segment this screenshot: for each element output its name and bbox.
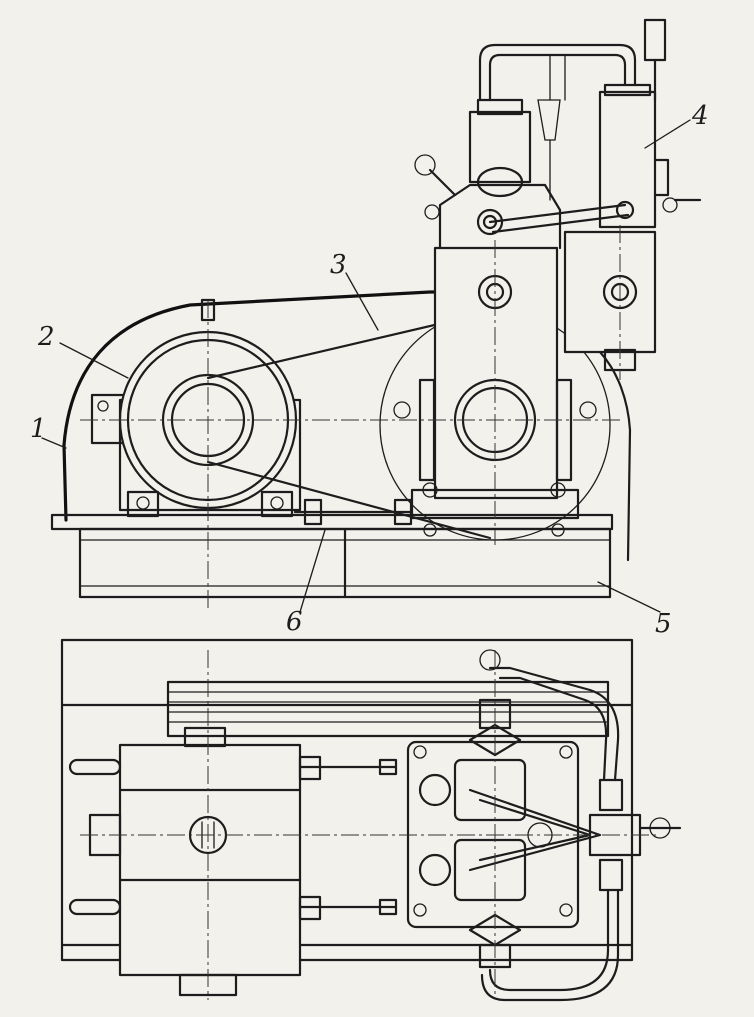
callout-1: 1 (30, 414, 47, 444)
callouts: 1 2 3 4 5 6 (30, 101, 709, 639)
callout-5: 5 (655, 609, 672, 639)
top-view (60, 638, 682, 1002)
callout-3: 3 (330, 250, 347, 280)
callout-4: 4 (691, 101, 709, 131)
cylinder-head (414, 98, 635, 250)
motor-top-view (88, 726, 302, 997)
side-view (41, 18, 702, 613)
compressor-top-view (406, 649, 580, 969)
second-stage-cylinder (563, 230, 657, 372)
base-frame (50, 513, 614, 599)
belt-top-view (166, 680, 610, 738)
slide-rails (68, 755, 398, 921)
callout-2: 2 (37, 322, 55, 352)
intercooler (598, 83, 702, 229)
tension-screw (293, 498, 413, 526)
air-piping (478, 18, 667, 102)
callout-6: 6 (286, 607, 303, 637)
belt-guard (62, 290, 439, 447)
